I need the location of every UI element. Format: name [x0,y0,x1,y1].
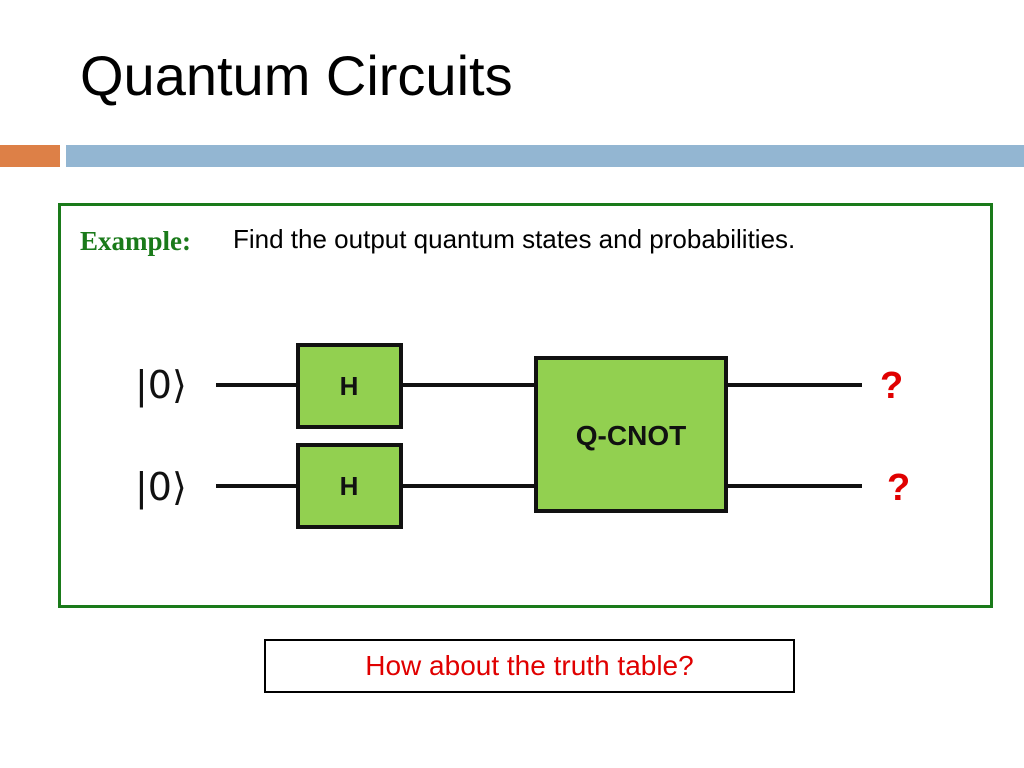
hadamard-gate-1: H [296,343,403,429]
output-question-1: ? [880,365,903,407]
example-label: Example: [80,226,191,256]
qcnot-gate: Q-CNOT [534,356,728,513]
input-ket-1: |0⟩ [135,363,187,408]
slide-title: Quantum Circuits [80,44,513,107]
hadamard-gate-2-label: H [340,471,359,501]
truth-table-question: How about the truth table? [365,650,694,681]
title-accent-bar-blue [66,145,1024,167]
qcnot-gate-label: Q-CNOT [576,420,686,451]
hadamard-gate-2: H [296,443,403,529]
example-frame [58,203,993,608]
truth-table-callout: How about the truth table? [264,639,795,693]
hadamard-gate-1-label: H [340,371,359,401]
title-accent-bar-orange [0,145,60,167]
example-prompt: Find the output quantum states and proba… [233,224,796,254]
input-ket-2: |0⟩ [135,465,187,510]
output-question-2: ? [887,467,910,509]
